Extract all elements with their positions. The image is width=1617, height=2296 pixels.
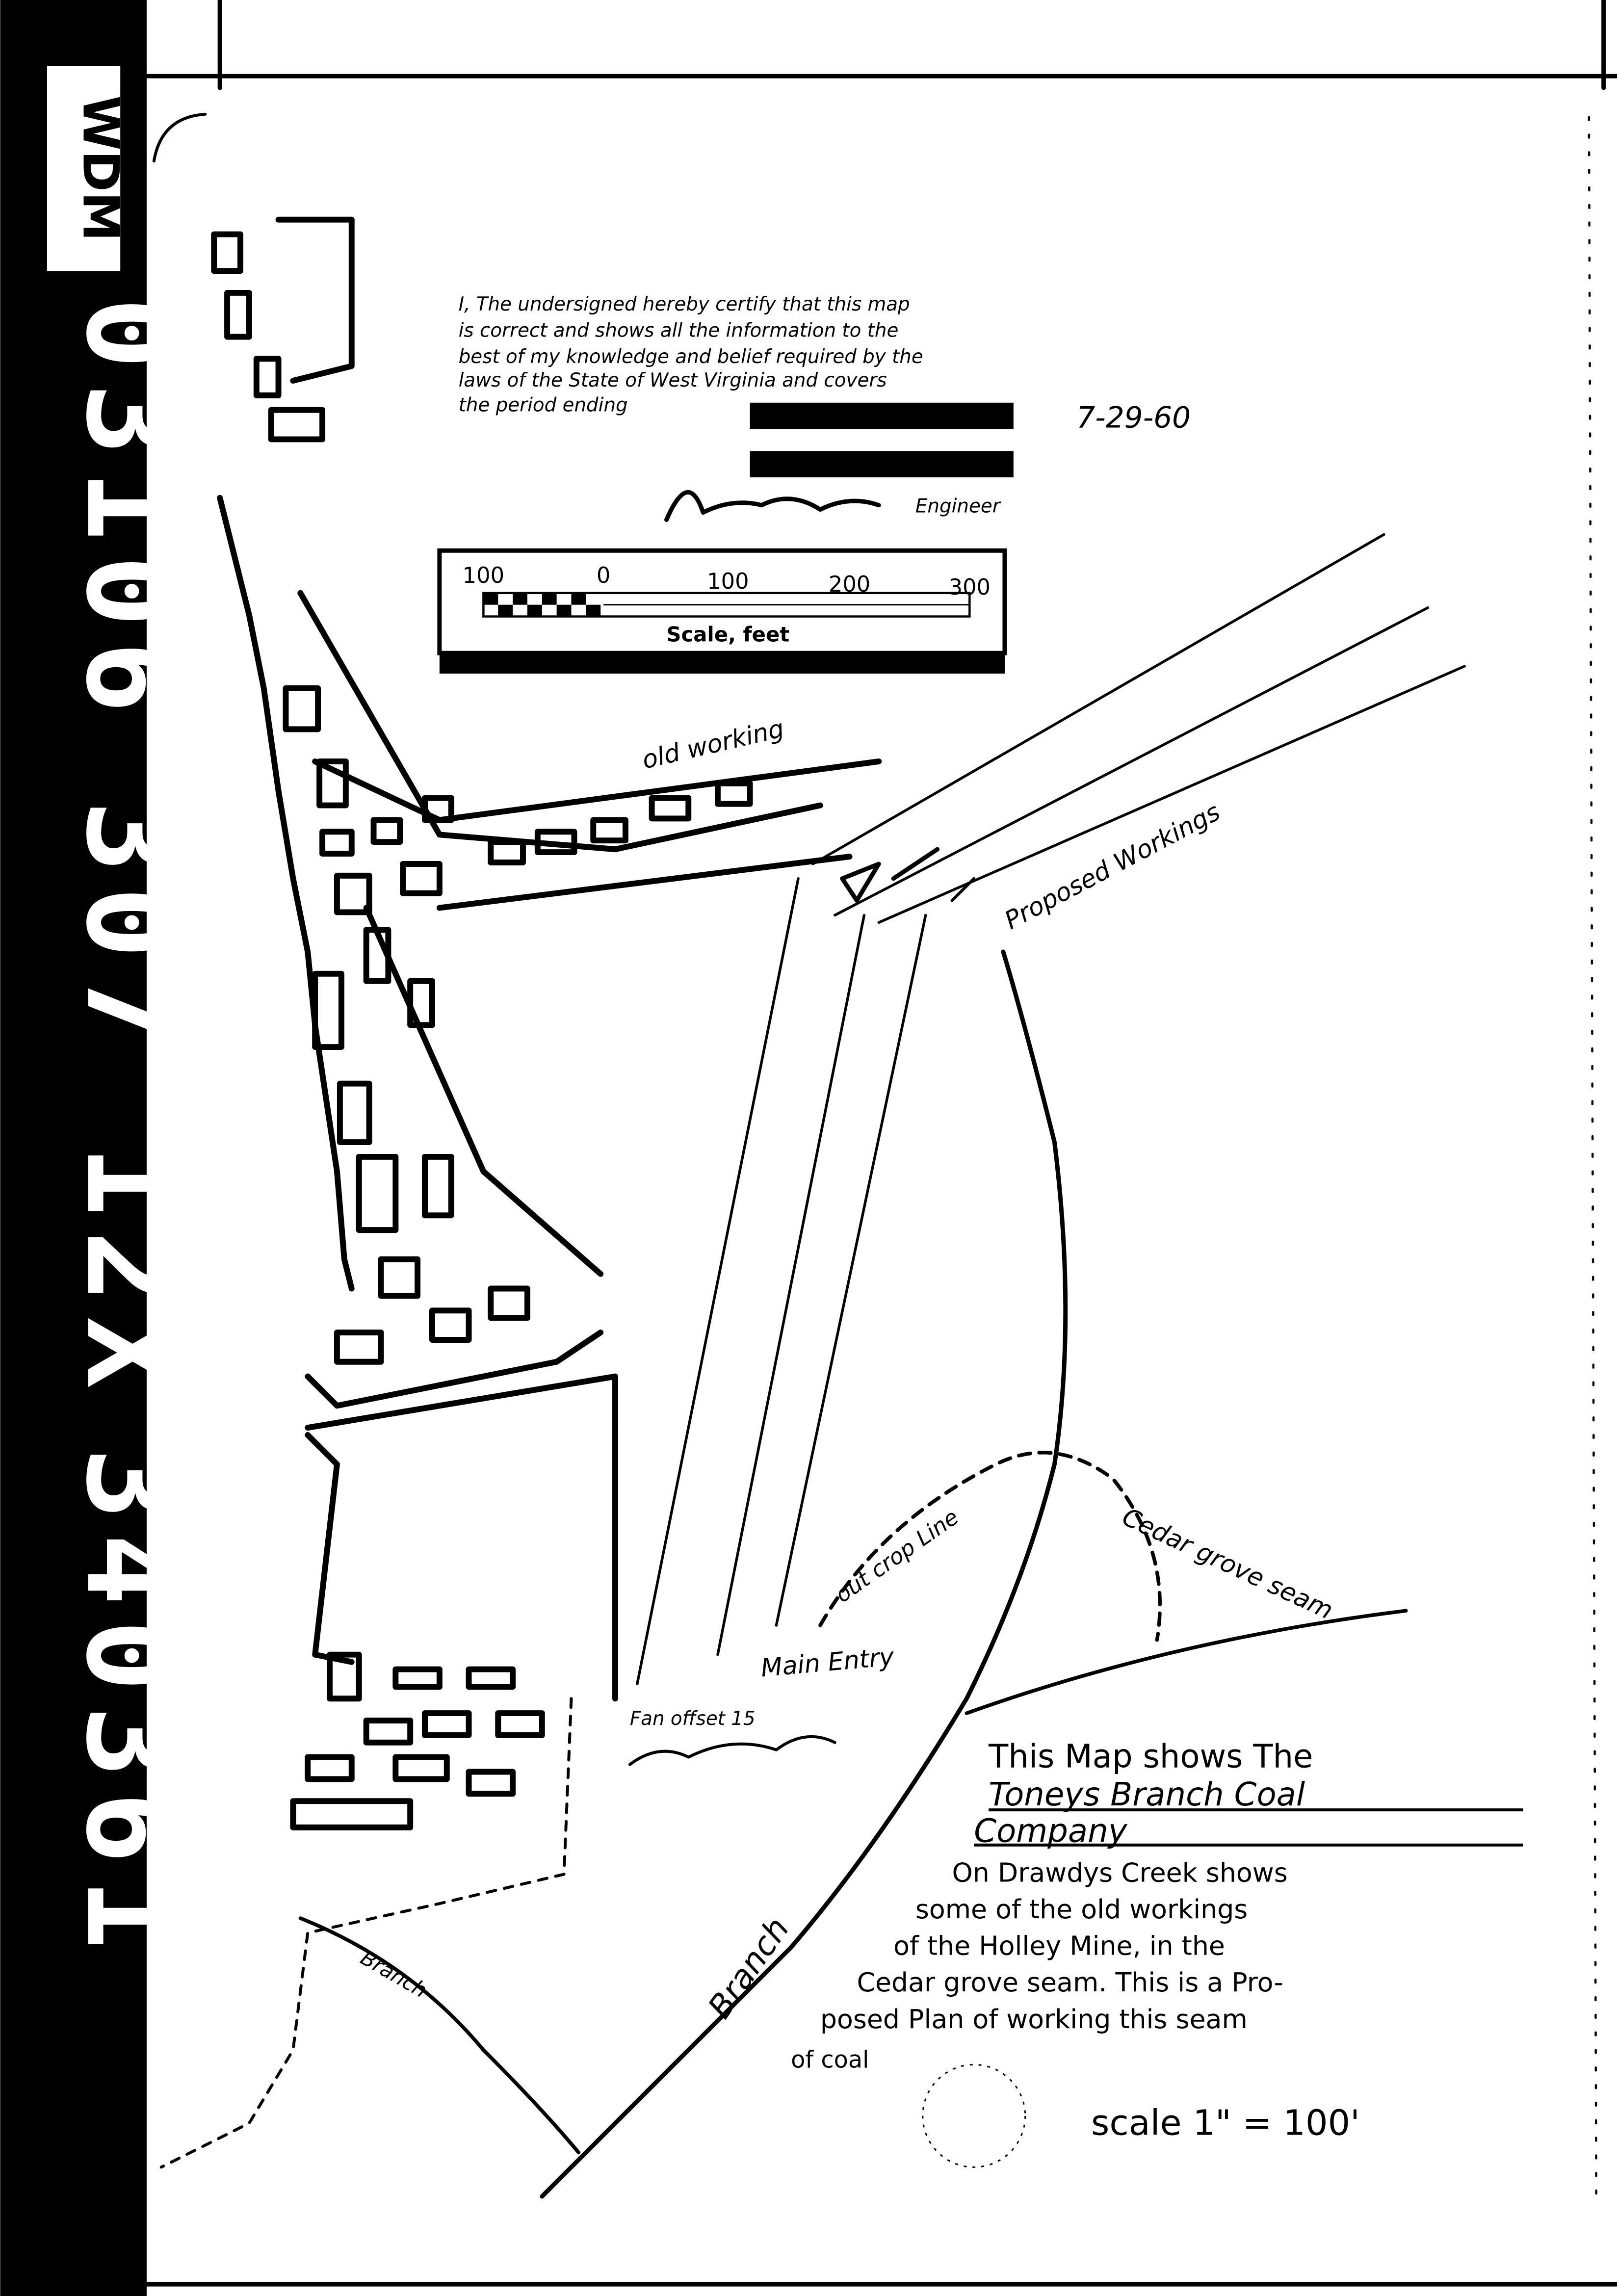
legend-scale: scale 1" = 100' xyxy=(1091,2103,1360,2143)
cert-date: 7-29-60 xyxy=(1076,401,1191,435)
old-workings xyxy=(211,216,882,1830)
certification-block: I, The undersigned hereby certify that t… xyxy=(459,293,1191,522)
cert-line: is correct and shows all the information… xyxy=(459,319,899,341)
label-branch-left: Branch xyxy=(357,1946,431,2003)
field-signature xyxy=(628,1735,836,1766)
legend-line: of the Holley Mine, in the xyxy=(893,1931,1225,1961)
label-proposed-workings: Proposed Workings xyxy=(1000,797,1225,935)
frame-lines xyxy=(144,0,1617,2287)
legend-line: some of the old workings xyxy=(915,1894,1248,1925)
scale-bar: 100 0 100 200 300 Scale, feet xyxy=(437,548,1007,674)
legend-line: Cedar grove seam. This is a Pro- xyxy=(857,1967,1283,1998)
legend-company: Toneys Branch Coal xyxy=(989,1776,1305,1813)
label-main-entry: Main Entry xyxy=(759,1642,895,1683)
film-label-number: 3 4 0 3 6 1 xyxy=(60,1447,200,1950)
cedargrove-seam-line xyxy=(965,1609,1408,1715)
cert-line: I, The undersigned hereby certify that t… xyxy=(459,293,910,315)
cert-line: laws of the State of West Virginia and c… xyxy=(459,369,887,391)
streams-and-outcrop xyxy=(159,949,1408,2199)
film-label-wdm: WDM xyxy=(72,96,130,241)
legend-line: This Map shows The xyxy=(988,1738,1313,1775)
label-outcrop-line: out crop Line xyxy=(831,1504,964,1608)
label-fan-offset: Fan offset 15 xyxy=(630,1708,756,1730)
label-old-working: old working xyxy=(639,714,786,775)
property-line xyxy=(159,1697,573,2169)
legend-line: of coal xyxy=(791,2046,869,2073)
legend-line: On Drawdys Creek shows xyxy=(952,1857,1288,1888)
cert-line: best of my knowledge and belief required… xyxy=(459,346,923,368)
legend-line: posed Plan of working this seam xyxy=(820,2004,1248,2035)
scale-label: Scale, feet xyxy=(666,622,789,646)
label-cedargrove-seam: Cedar grove seam xyxy=(1118,1502,1338,1625)
scale-tick: 100 xyxy=(463,562,504,588)
label-branch-right: Branch xyxy=(701,1911,797,2025)
redaction xyxy=(750,451,1014,478)
scale-tick: 100 xyxy=(707,568,749,594)
redaction xyxy=(750,402,1014,429)
outcrop-line xyxy=(818,1451,1162,1642)
proposed-workings xyxy=(636,533,1466,1686)
branch-stream xyxy=(540,949,1068,2199)
left-branch-stream xyxy=(298,1916,581,2155)
cert-line: the period ending xyxy=(459,394,628,417)
engineer-signature xyxy=(664,490,881,522)
film-label-frame: 3 0 7 xyxy=(60,800,200,1044)
cert-title: Engineer xyxy=(915,496,1001,518)
film-label-reduction: 1 2 X xyxy=(60,1145,200,1389)
legend-block: This Map shows The Toneys Branch Coal Co… xyxy=(791,1738,1523,2168)
seal-stamp xyxy=(922,2063,1026,2168)
film-strip: WDM 0 3 1 0 6 3 0 7 1 2 X 3 4 0 3 6 1 xyxy=(0,0,200,2296)
film-label-roll: 0 3 1 0 6 xyxy=(60,297,200,713)
scale-tick: 0 xyxy=(597,562,610,588)
